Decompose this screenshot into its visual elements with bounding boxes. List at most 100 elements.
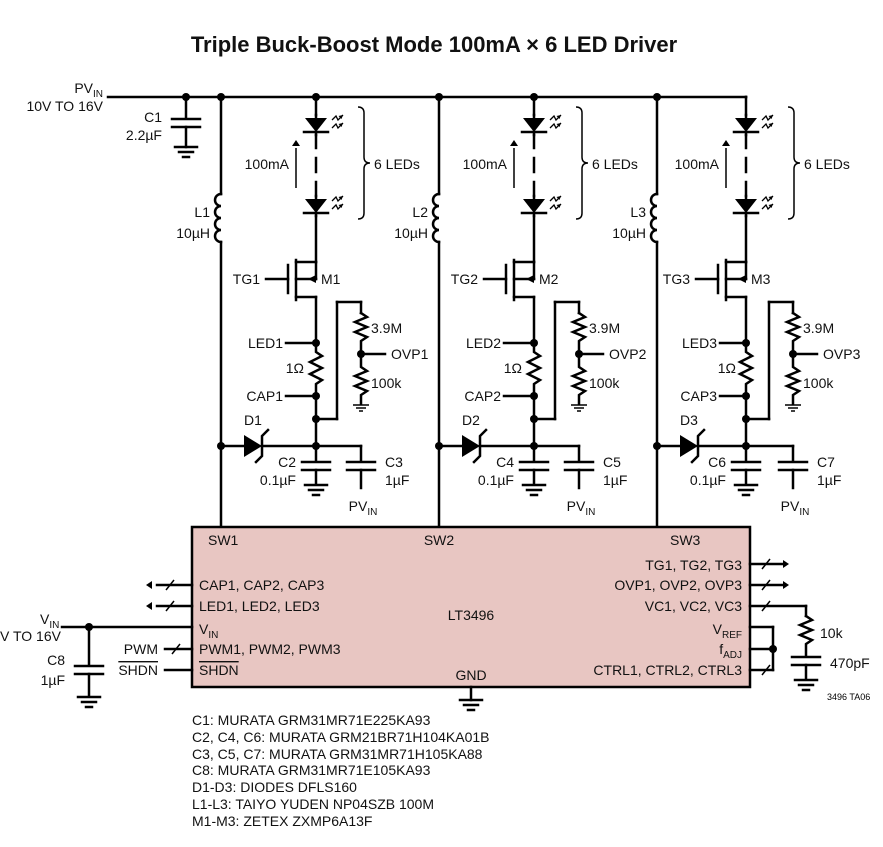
cap-b-value: 1µF — [603, 472, 627, 488]
cap-a-value: 0.1µF — [260, 472, 296, 488]
pin-vin: VIN — [199, 621, 218, 641]
pins-ovp: OVP1, OVP2, OVP3 — [614, 577, 742, 593]
pvin-range: 10V TO 16V — [26, 98, 103, 114]
current-label: 100mA — [675, 156, 720, 172]
cap-a-ground — [733, 483, 759, 497]
ic-name: LT3496 — [448, 607, 495, 623]
ovp-resistor-bottom — [569, 352, 589, 406]
ovp-resistor-bottom-value: 100k — [803, 375, 834, 391]
bom-line: C1: MURATA GRM31MR71E225KA93 — [192, 712, 431, 728]
vin-input: VIN V TO 16V C8 1µF PWM SHDN — [0, 611, 194, 709]
mosfet-ref: M1 — [321, 271, 341, 287]
bom-line: M1-M3: ZETEX ZXMP6A13F — [192, 812, 373, 829]
bill-of-materials: C1: MURATA GRM31MR71E225KA93 C2, C4, C6:… — [192, 712, 490, 830]
ovp-resistor-top — [569, 311, 589, 356]
pin-sw3: SW3 — [670, 532, 701, 548]
pin-sw2: SW2 — [424, 532, 455, 548]
bom-line: L1-L3: TAIYO YUDEN NP04SZB 100M — [192, 795, 434, 812]
cap-pin-label: CAP3 — [680, 388, 717, 404]
channel-2: L2 10µH 6 LEDs 100mA TG2 M2 LED2 1Ω CAP2 — [394, 93, 647, 529]
led-pin-label: LED1 — [248, 335, 283, 351]
pins-vc: VC1, VC2, VC3 — [645, 598, 742, 614]
left-bus-arrows — [146, 579, 194, 672]
diode-ref: D3 — [680, 412, 698, 428]
ic-ground — [458, 698, 484, 712]
c8-ground — [76, 695, 102, 709]
ovp-resistor-bottom-value: 100k — [589, 375, 620, 391]
inductor-l3 — [649, 192, 659, 244]
comp-ground — [793, 678, 819, 692]
compensation-network: 10k 470pF — [790, 604, 870, 692]
figure-code: 3496 TA06 — [827, 692, 870, 702]
led-bottom — [732, 194, 775, 218]
current-arrow — [510, 140, 518, 146]
led-pin-label: LED2 — [466, 335, 501, 351]
cap-b-ref: C5 — [603, 454, 621, 470]
sense-resistor — [307, 341, 325, 398]
inductor-ref: L3 — [630, 204, 646, 220]
pin-shdn: SHDN — [199, 662, 239, 678]
diagram-title: Triple Buck-Boost Mode 100mA × 6 LED Dri… — [191, 32, 678, 57]
cap-a-ref: C4 — [496, 454, 514, 470]
cap-b-value: 1µF — [817, 472, 841, 488]
cap-pin-label: CAP1 — [246, 388, 283, 404]
cap-b-supply: PVIN — [781, 498, 810, 518]
sense-resistor-value: 1Ω — [286, 360, 304, 376]
diode-ref: D2 — [462, 412, 480, 428]
pins-pwm: PWM1, PWM2, PWM3 — [199, 641, 341, 657]
ovp-resistor-bottom — [783, 352, 803, 406]
pin-fadj: fADJ — [719, 641, 742, 661]
cap-a-ground — [303, 483, 329, 497]
led-count: 6 LEDs — [374, 156, 420, 172]
pins-led: LED1, LED2, LED3 — [199, 598, 320, 614]
bom-line: D1-D3: DIODES DFLS160 — [192, 779, 357, 796]
cap-b-supply: PVIN — [567, 498, 596, 518]
current-arrow — [722, 140, 730, 146]
cap-a-value: 0.1µF — [690, 472, 726, 488]
ovp-ground — [352, 404, 370, 412]
led-count: 6 LEDs — [592, 156, 638, 172]
ovp-resistor-top-value: 3.9M — [371, 320, 402, 336]
c8-ref: C8 — [47, 652, 65, 668]
pin-gnd: GND — [455, 667, 486, 683]
comp-capacitor-value: 470pF — [830, 655, 870, 671]
ovp-resistor-top — [351, 311, 371, 356]
mosfet-ref: M3 — [751, 271, 771, 287]
cap-pin-label: CAP2 — [464, 388, 501, 404]
ovp-resistor-top — [783, 311, 803, 356]
pins-cap: CAP1, CAP2, CAP3 — [199, 577, 324, 593]
gate-label: TG2 — [451, 271, 478, 287]
pvin-label: PVIN — [74, 80, 103, 100]
vin-label: VIN — [40, 611, 59, 631]
ovp-pin-label: OVP3 — [823, 346, 861, 362]
sense-resistor — [525, 341, 543, 398]
led-bottom — [302, 194, 345, 218]
bom-line: C8: MURATA GRM31MR71E105KA93 — [192, 762, 431, 779]
input-section: PVIN 10V TO 16V C1 2.2µF — [26, 80, 748, 159]
cap-b-ref: C3 — [385, 454, 403, 470]
sense-resistor-value: 1Ω — [504, 360, 522, 376]
ovp-ground — [784, 404, 802, 412]
shdn-input-label: SHDN — [118, 662, 158, 678]
led-top — [520, 113, 563, 137]
gate-label: TG3 — [663, 271, 690, 287]
ovp-pin-label: OVP1 — [391, 346, 429, 362]
ic-lt3496: SW1 SW2 SW3 CAP1, CAP2, CAP3 LED1, LED2,… — [190, 525, 752, 689]
ovp-resistor-bottom-value: 100k — [371, 375, 402, 391]
led-top — [302, 113, 345, 137]
cap-a-ref: C6 — [708, 454, 726, 470]
cap-a-ref: C2 — [278, 454, 296, 470]
c8-value: 1µF — [41, 672, 65, 688]
vin-range: V TO 16V — [0, 628, 62, 644]
c1-ref: C1 — [144, 109, 162, 125]
cap-a-ground — [521, 483, 547, 497]
cap-b-value: 1µF — [385, 472, 409, 488]
comp-resistor-value: 10k — [820, 625, 844, 641]
pin-sw1: SW1 — [208, 532, 239, 548]
gate-label: TG1 — [233, 271, 260, 287]
inductor-ref: L2 — [412, 204, 428, 220]
cap-b-ref: C7 — [817, 454, 835, 470]
ovp-ground — [570, 404, 588, 412]
inductor-value: 10µH — [612, 225, 646, 241]
